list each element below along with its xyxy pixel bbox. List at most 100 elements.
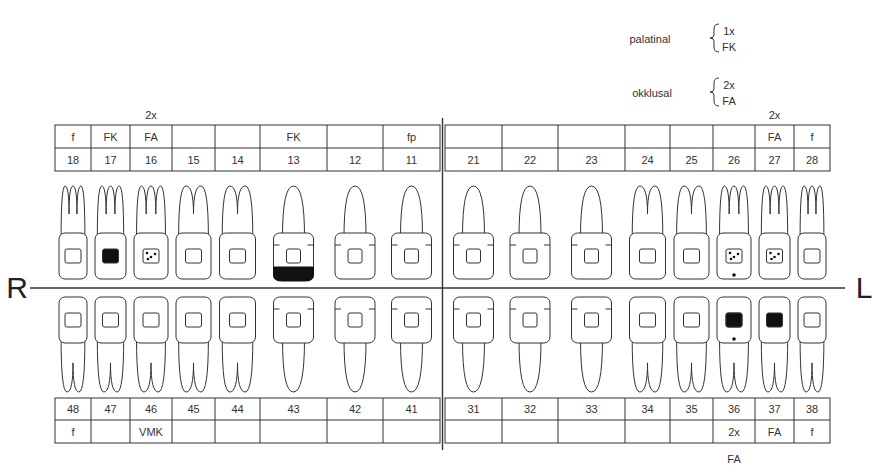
occlusal-field — [287, 249, 301, 263]
occlusal-field — [684, 249, 700, 263]
tooth-root — [463, 186, 485, 237]
tooth-crown — [220, 297, 256, 343]
occlusal-field — [467, 313, 481, 327]
tooth-root — [720, 186, 749, 237]
occlusal-field — [684, 313, 700, 327]
tooth-crown — [572, 297, 612, 343]
tooth-crown — [674, 297, 709, 343]
tooth-contour — [510, 309, 550, 310]
chart-entry: 2x — [728, 426, 740, 439]
surface-note: okklusal — [632, 87, 672, 100]
tooth-number: 17 — [104, 154, 116, 167]
tooth-root — [401, 339, 423, 392]
tooth-number: 21 — [467, 154, 479, 167]
occlusal-field — [405, 249, 419, 263]
tooth-root — [519, 186, 541, 237]
tooth-number: 16 — [145, 154, 157, 167]
table-rule — [172, 125, 173, 171]
table-rule — [794, 398, 795, 443]
table-rule — [327, 125, 328, 171]
table-rule — [172, 398, 173, 443]
count-note: 2x — [145, 109, 157, 122]
occlusal-field — [467, 249, 481, 263]
tooth-number: 37 — [768, 403, 780, 416]
table-rule — [713, 398, 714, 443]
tooth-number: 42 — [349, 403, 361, 416]
occlusal-field — [585, 249, 599, 263]
chart-table — [445, 125, 830, 171]
sealing-dot — [147, 258, 150, 261]
tooth-root — [677, 186, 707, 237]
sealing-dot — [729, 252, 732, 255]
brace — [710, 78, 719, 106]
tooth-number: 36 — [728, 403, 740, 416]
count-note: 2x — [769, 109, 781, 122]
tooth-root — [677, 339, 707, 392]
tooth-number: 38 — [806, 403, 818, 416]
tooth-number: 48 — [67, 403, 79, 416]
tooth-root — [283, 186, 305, 237]
tooth-crown — [717, 297, 751, 343]
table-rule — [625, 125, 626, 171]
chart-entry: FA — [768, 426, 781, 439]
chart-entry: f — [810, 131, 813, 144]
midline-horizontal — [30, 287, 845, 288]
chart-table — [55, 125, 440, 171]
tooth-contour — [392, 245, 432, 246]
tooth-contour — [572, 245, 612, 246]
tooth-crown — [134, 233, 168, 279]
sealing-dot — [154, 253, 157, 256]
sealing-dot — [150, 256, 153, 259]
tooth-number: 22 — [524, 154, 536, 167]
tooth-number: 31 — [467, 403, 479, 416]
side-label: L — [856, 272, 873, 304]
occlusal-field — [523, 313, 537, 327]
table-rule — [794, 125, 795, 171]
tooth-contour — [274, 245, 314, 246]
filling-dot — [732, 337, 736, 341]
tooth-root — [97, 339, 123, 392]
tooth-number: 13 — [287, 154, 299, 167]
tooth-root — [463, 339, 485, 392]
table-rule — [327, 398, 328, 443]
tooth-number: 14 — [231, 154, 243, 167]
table-rule — [91, 398, 92, 443]
occlusal-field — [640, 249, 656, 263]
occlusal-field — [804, 249, 820, 263]
tooth-number: 18 — [67, 154, 79, 167]
sealing-dot — [146, 252, 149, 255]
tooth-crown — [717, 233, 751, 279]
tooth-root — [632, 186, 663, 237]
occlusal-field — [143, 313, 159, 327]
table-rule — [502, 125, 503, 171]
tooth-root — [761, 186, 787, 237]
tooth-root — [61, 186, 85, 237]
tooth-root — [581, 339, 603, 392]
tooth-root — [137, 339, 166, 392]
occlusal-field — [230, 313, 246, 327]
table-rule — [713, 125, 714, 171]
tooth-root — [97, 186, 123, 237]
tooth-crown — [454, 233, 494, 279]
tooth-crown — [759, 233, 790, 279]
tooth-root — [344, 186, 366, 237]
crown-filling — [274, 267, 314, 281]
brace — [710, 24, 719, 52]
chart-entry: VMK — [139, 426, 163, 439]
note-value: 1x — [723, 25, 735, 38]
tooth-number: 44 — [231, 403, 243, 416]
table-rule — [215, 398, 216, 443]
tooth-crown — [134, 297, 168, 343]
table-rule — [130, 125, 131, 171]
tooth-root — [581, 186, 603, 237]
occlusal-field — [585, 313, 599, 327]
tooth-number: 28 — [806, 154, 818, 167]
tooth-crown — [274, 297, 314, 343]
occlusal-field — [726, 313, 742, 327]
midline-vertical — [442, 118, 443, 450]
tooth-root — [283, 339, 305, 392]
occlusal-field — [348, 313, 362, 327]
tooth-root — [519, 339, 541, 392]
table-rule — [625, 398, 626, 443]
